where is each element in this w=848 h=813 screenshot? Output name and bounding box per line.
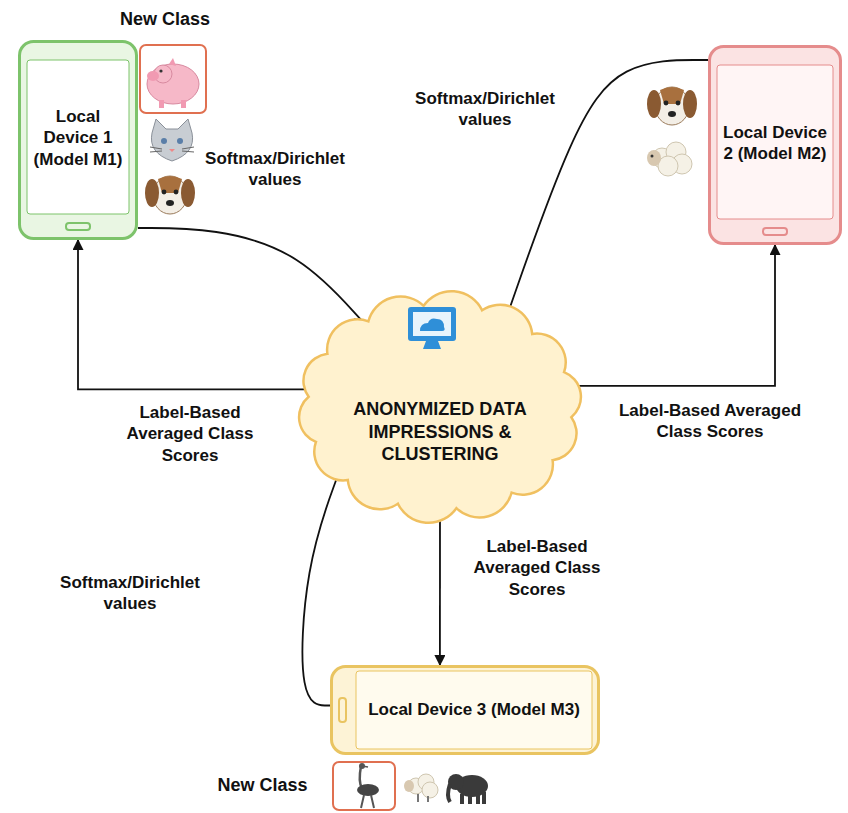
- ostrich-icon: [357, 763, 379, 808]
- dog-icon-part: [660, 87, 684, 104]
- node-label: ANONYMIZED DATA IMPRESSIONS & CLUSTERING: [345, 398, 535, 466]
- edge-label-text: Label-Based Averaged Class Scores: [127, 403, 254, 465]
- edge-label: Softmax/Dirichlet values: [405, 88, 565, 131]
- cat-icon-part: [161, 138, 167, 144]
- phone-body: [20, 42, 137, 239]
- node-body: Local Device 2 (Model M2): [718, 67, 832, 219]
- edge-label-text: Softmax/Dirichlet values: [60, 573, 200, 613]
- edge-label-text: Softmax/Dirichlet values: [205, 149, 345, 189]
- monitor-icon: [408, 307, 456, 349]
- pig-icon-part: [159, 69, 162, 72]
- phone-button: [339, 698, 346, 722]
- pig-icon: [147, 58, 199, 108]
- cloud-server: ANONYMIZED DATA IMPRESSIONS & CLUSTERING: [290, 287, 590, 527]
- ostrich-icon-part: [360, 766, 362, 788]
- edge-label: Softmax/Dirichlet values: [200, 148, 350, 191]
- phone-screen: [27, 60, 129, 214]
- node-label: Local Device 3 (Model M3): [368, 699, 580, 720]
- dog-icon-part: [676, 101, 681, 106]
- monitor-icon: [413, 312, 451, 336]
- annotation: New Class: [195, 774, 330, 797]
- monitor-icon: [408, 307, 456, 341]
- cat-icon-part: [177, 138, 183, 144]
- new-class-box: [333, 762, 395, 810]
- node-body: Local Device 1 (Model M1): [28, 62, 128, 214]
- edge-label: Softmax/Dirichlet values: [45, 572, 215, 615]
- edge-label-text: Label-Based Averaged Class Scores: [619, 401, 801, 441]
- dog-icon-part: [145, 179, 159, 207]
- dog-icon-part: [647, 90, 661, 118]
- dog-icon-part: [166, 200, 174, 206]
- device-phone: Local Device 1 (Model M1): [18, 40, 138, 240]
- flow-arrow: [439, 509, 441, 665]
- phone-button: [66, 223, 90, 230]
- cat-icon: [150, 119, 194, 161]
- new-class-label: New Class: [217, 775, 307, 795]
- phone-body: [710, 47, 841, 244]
- dog-icon-part: [683, 90, 697, 118]
- cat-icon-part: [151, 119, 192, 161]
- pig-icon-part: [181, 100, 186, 108]
- dog-icon: [647, 87, 697, 125]
- ostrich-icon-part: [357, 784, 379, 796]
- sheep-icon-part: [658, 156, 678, 176]
- sheep-icon-part: [422, 782, 438, 798]
- flow-arrow: [569, 245, 775, 386]
- elephant-icon: [448, 774, 488, 804]
- pig-icon-part: [147, 64, 199, 104]
- edge-label: Label-Based Averaged Class Scores: [615, 400, 805, 443]
- ostrich-icon-part: [361, 795, 374, 808]
- pig-icon-part: [147, 71, 159, 81]
- phone-screen: [356, 671, 592, 749]
- sheep-icon-part: [418, 794, 428, 802]
- elephant-icon-part: [448, 784, 450, 802]
- edge-label-text: Softmax/Dirichlet values: [415, 89, 555, 129]
- dog-icon-part: [668, 111, 676, 117]
- edge-label: Label-Based Averaged Class Scores: [100, 402, 280, 466]
- dog-icon-part: [181, 179, 195, 207]
- node-label: Local Device 1 (Model M1): [28, 106, 128, 170]
- dog-icon-part: [162, 190, 167, 195]
- edge-label-text: Label-Based Averaged Class Scores: [474, 537, 601, 599]
- dog-icon-part: [664, 101, 669, 106]
- sheep-icon-part: [647, 150, 661, 166]
- flow-arrow: [302, 473, 338, 706]
- device-phone: Local Device 2 (Model M2): [708, 45, 842, 245]
- monitor-icon: [420, 319, 445, 332]
- sheep-icon-part: [651, 155, 654, 158]
- pig-icon-part: [159, 100, 164, 108]
- elephant-icon-part: [462, 792, 484, 804]
- annotation: New Class: [95, 8, 235, 31]
- new-class-label: New Class: [120, 9, 210, 29]
- cat-icon-part: [169, 149, 175, 152]
- node-body: ANONYMIZED DATA IMPRESSIONS & CLUSTERING: [345, 365, 535, 499]
- cat-icon-part: [150, 147, 194, 152]
- dog-icon-part: [158, 176, 182, 193]
- node-label: Local Device 2 (Model M2): [718, 122, 832, 165]
- device-phone: Local Device 3 (Model M3): [330, 665, 600, 755]
- sheep-icon: [647, 142, 692, 176]
- phone-button: [763, 228, 787, 235]
- cloud-outline: [299, 291, 581, 523]
- edge-label: Label-Based Averaged Class Scores: [452, 536, 622, 600]
- flow-arrow: [138, 228, 364, 323]
- pig-icon-part: [169, 58, 176, 66]
- sheep-icon-part: [404, 780, 414, 792]
- ostrich-icon-part: [362, 766, 368, 767]
- monitor-icon: [423, 341, 441, 349]
- dog-icon-part: [174, 190, 179, 195]
- node-body: Local Device 3 (Model M3): [360, 673, 588, 747]
- sheep-icon: [404, 774, 438, 802]
- dog-icon: [145, 176, 195, 214]
- phone-body: [332, 667, 599, 754]
- phone-screen: [717, 65, 833, 219]
- flow-arrow: [78, 240, 310, 389]
- new-class-box: [140, 45, 206, 113]
